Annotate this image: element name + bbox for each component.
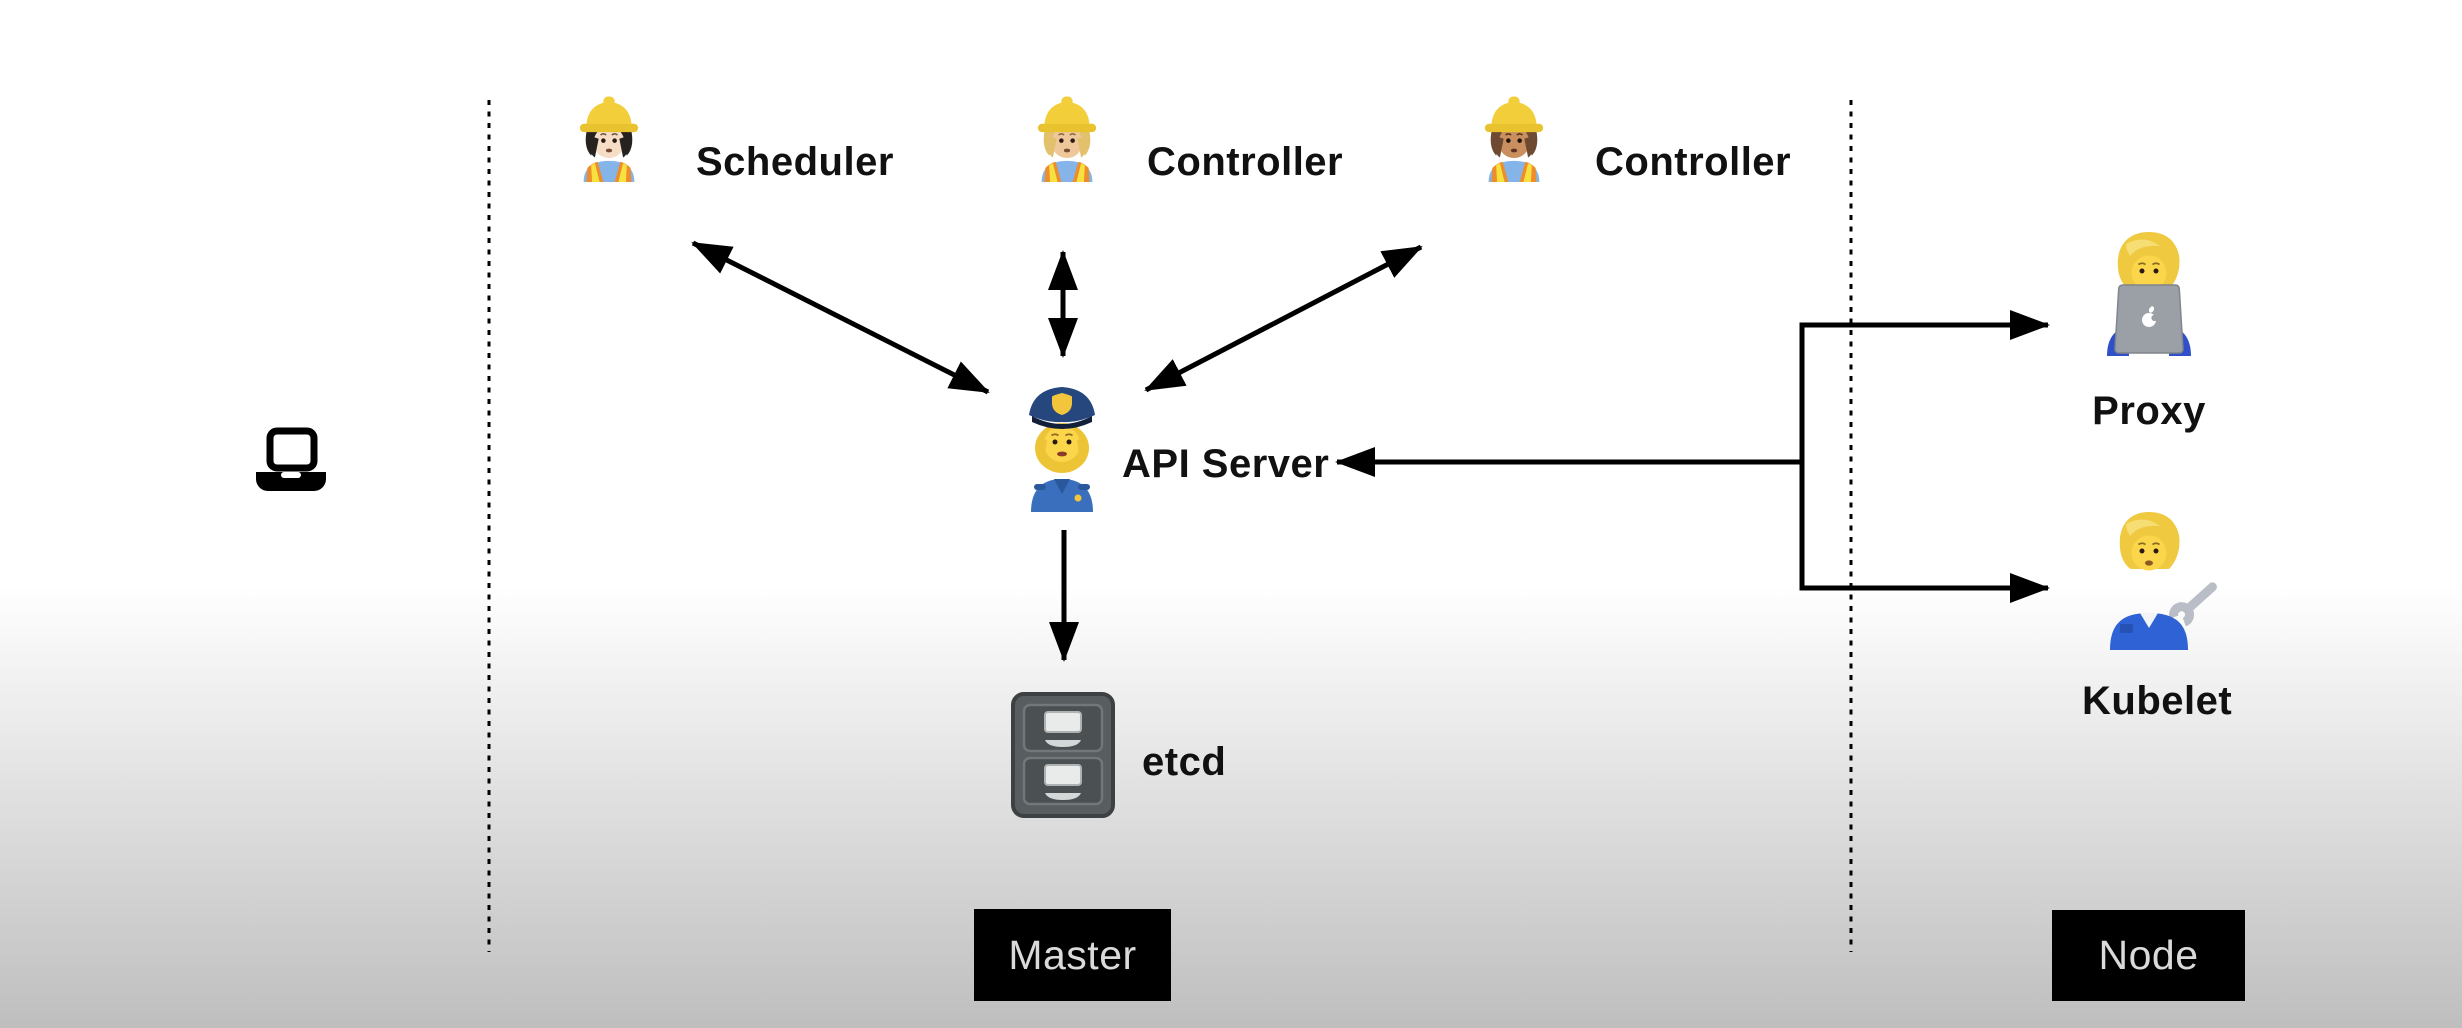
laptop-icon xyxy=(256,427,326,491)
controller-2-label: Controller xyxy=(1595,140,1792,184)
api-server-label: API Server xyxy=(1122,442,1330,486)
construction-worker-emoji xyxy=(579,96,639,182)
construction-worker-emoji xyxy=(1484,96,1544,182)
mechanic-emoji xyxy=(2110,512,2217,650)
file-cabinet-emoji xyxy=(1011,692,1115,818)
kubelet-label: Kubelet xyxy=(2082,679,2233,723)
controller-1-label: Controller xyxy=(1147,140,1344,184)
node-zone-tag: Node xyxy=(2052,910,2245,1001)
master-zone-tag: Master xyxy=(974,909,1171,1001)
construction-worker-emoji xyxy=(1037,96,1097,182)
proxy-label: Proxy xyxy=(2092,389,2206,433)
arrow-scheduler-apiserver xyxy=(691,240,990,395)
technologist-emoji xyxy=(2107,232,2191,356)
etcd-label: etcd xyxy=(1142,740,1227,784)
police-officer-emoji xyxy=(1029,387,1095,512)
arrow-apiserver-controller2 xyxy=(1144,244,1423,393)
scheduler-label: Scheduler xyxy=(696,140,894,184)
